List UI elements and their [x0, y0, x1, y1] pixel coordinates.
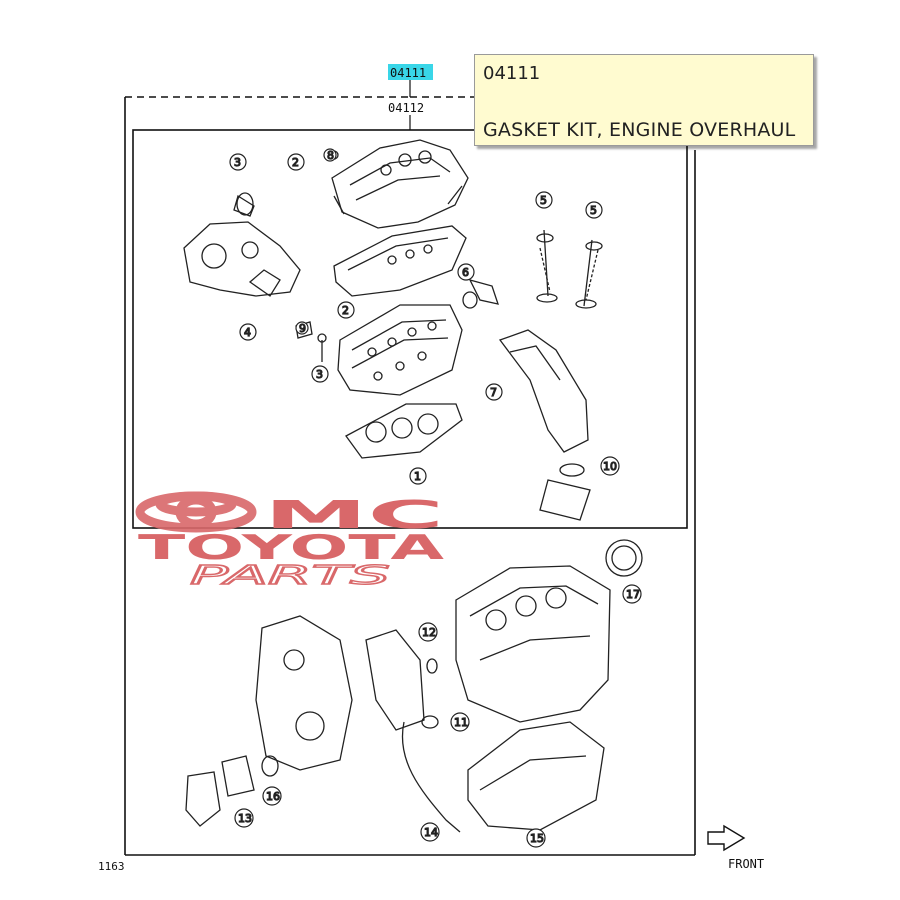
- oil-dipstick-and-small-parts[interactable]: [185, 658, 461, 833]
- callout-7[interactable]: 7: [485, 383, 503, 401]
- exhaust-manifold[interactable]: [468, 278, 591, 521]
- part-tooltip: 04111 GASKET KIT, ENGINE OVERHAUL: [474, 54, 814, 146]
- cylinder-block[interactable]: [455, 565, 611, 723]
- front-arrow-icon: [707, 824, 746, 852]
- tooltip-part-description: GASKET KIT, ENGINE OVERHAUL: [483, 119, 796, 141]
- watermark-parts: PARTS: [190, 561, 390, 591]
- svg-text:2: 2: [292, 156, 299, 169]
- tooltip-part-code: 04111: [483, 63, 541, 84]
- svg-text:10: 10: [603, 460, 617, 473]
- svg-text:5: 5: [590, 204, 597, 217]
- callout-5a[interactable]: 5: [535, 191, 553, 209]
- svg-text:12: 12: [422, 626, 436, 639]
- svg-text:11: 11: [454, 716, 468, 729]
- callout-8[interactable]: 8: [323, 148, 337, 163]
- svg-text:15: 15: [530, 832, 544, 845]
- svg-text:8: 8: [327, 149, 334, 162]
- oil-pan[interactable]: [467, 721, 605, 831]
- svg-text:9: 9: [299, 322, 306, 335]
- svg-text:1: 1: [414, 470, 421, 483]
- watermark-toyota: TOYOTA: [138, 528, 445, 568]
- svg-text:16: 16: [266, 790, 280, 803]
- callout-15[interactable]: 15: [526, 828, 546, 848]
- svg-text:14: 14: [424, 826, 438, 839]
- rear-oil-seal[interactable]: [605, 539, 643, 577]
- callout-11[interactable]: 11: [450, 712, 470, 732]
- callout-10[interactable]: 10: [600, 456, 620, 476]
- svg-text:6: 6: [462, 266, 469, 279]
- callout-17[interactable]: 17: [622, 584, 642, 604]
- valve-springs[interactable]: [536, 229, 603, 309]
- svg-text:13: 13: [238, 812, 252, 825]
- callout-16[interactable]: 16: [262, 786, 282, 806]
- callouts: 1 2 2 3 3 4 5 5 6 7 8 9 10 11 12 13 14 1…: [229, 148, 642, 848]
- callout-2a[interactable]: 2: [337, 301, 355, 319]
- callout-1[interactable]: 1: [409, 467, 427, 485]
- callout-13[interactable]: 13: [234, 808, 254, 828]
- callout-14[interactable]: 14: [420, 822, 440, 842]
- svg-text:2: 2: [342, 304, 349, 317]
- timing-chain-cover[interactable]: [255, 615, 425, 771]
- callout-12[interactable]: 12: [418, 622, 438, 642]
- svg-text:3: 3: [234, 156, 241, 169]
- timing-cover-left[interactable]: [183, 194, 301, 297]
- front-label: FRONT: [728, 857, 764, 871]
- toyota-logo-watermark: [135, 491, 257, 533]
- head-gasket[interactable]: [345, 403, 463, 459]
- head-cover-gasket[interactable]: [333, 225, 467, 297]
- cylinder-head-cover[interactable]: [331, 139, 469, 229]
- callout-9[interactable]: 9: [295, 321, 309, 336]
- watermark-mc: MC: [264, 493, 444, 537]
- part-number-highlight[interactable]: [388, 64, 433, 80]
- callout-2b[interactable]: 2: [287, 153, 305, 171]
- callout-3b[interactable]: 3: [229, 153, 247, 171]
- callout-4[interactable]: 4: [239, 323, 257, 341]
- svg-text:5: 5: [540, 194, 547, 207]
- cylinder-head[interactable]: [337, 304, 463, 396]
- callout-6[interactable]: 6: [457, 263, 475, 281]
- callout-5b[interactable]: 5: [585, 201, 603, 219]
- part-number-04112[interactable]: 04112: [388, 101, 424, 115]
- svg-text:17: 17: [626, 588, 640, 601]
- corner-code: 1163: [98, 860, 125, 873]
- svg-text:7: 7: [490, 386, 497, 399]
- svg-text:4: 4: [244, 326, 251, 339]
- diagram-frames: [124, 80, 696, 856]
- svg-text:3: 3: [316, 368, 323, 381]
- callout-3a[interactable]: 3: [311, 365, 329, 383]
- part-number-04111[interactable]: 04111: [390, 66, 426, 80]
